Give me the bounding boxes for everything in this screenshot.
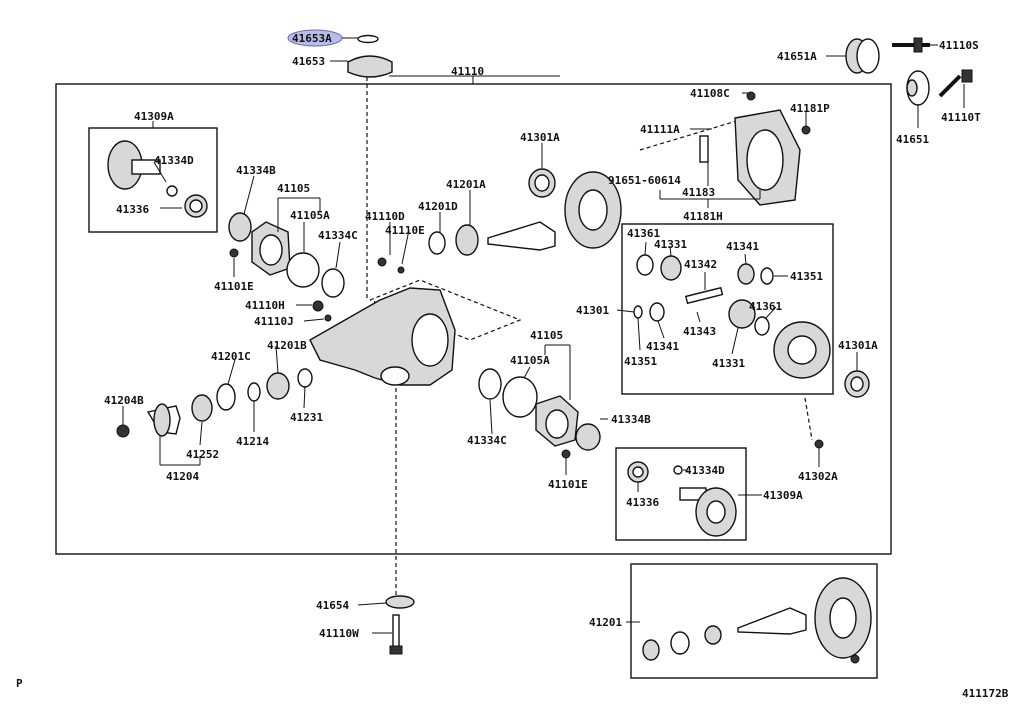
label-41105-right[interactable]: 41105 (530, 329, 563, 342)
alignment-lines (366, 70, 813, 598)
diagram-id: 411172B (962, 687, 1009, 700)
label-41301a-right[interactable]: 41301A (838, 339, 878, 352)
label-41201[interactable]: 41201 (589, 616, 622, 629)
label-41361-top[interactable]: 41361 (627, 227, 660, 240)
label-41336-left[interactable]: 41336 (116, 203, 149, 216)
label-41336-right[interactable]: 41336 (626, 496, 659, 509)
differential-carrier-icon (309, 257, 456, 386)
label-41181p[interactable]: 41181P (790, 102, 830, 115)
pin-icon (699, 135, 709, 163)
label-41334c-right[interactable]: 41334C (467, 434, 507, 447)
label-41110t[interactable]: 41110T (941, 111, 981, 124)
mount-bushing-icon (845, 38, 930, 106)
label-41334c-left[interactable]: 41334C (318, 229, 358, 242)
label-41105a-right[interactable]: 41105A (510, 354, 550, 367)
label-41334d-left[interactable]: 41334D (154, 154, 194, 167)
bolt-small-icon (801, 125, 811, 135)
label-41653a[interactable]: 41653A (292, 32, 332, 45)
differential-gears-icon (633, 254, 831, 379)
label-41341-bottom[interactable]: 41341 (646, 340, 679, 353)
label-41343[interactable]: 41343 (683, 325, 716, 338)
long-bolt-icon (392, 614, 400, 648)
label-41110j[interactable]: 41110J (254, 315, 294, 328)
label-41252[interactable]: 41252 (186, 448, 219, 461)
cover-face-icon (746, 129, 784, 191)
label-41309a-left[interactable]: 41309A (134, 110, 174, 123)
label-41334b-left[interactable]: 41334B (236, 164, 276, 177)
ring-pinion-frame (630, 563, 878, 679)
washer-icon (357, 34, 379, 44)
leader-lines (122, 37, 965, 634)
label-41183[interactable]: 41183 (682, 186, 715, 199)
label-41101e-right[interactable]: 41101E (548, 478, 588, 491)
label-41331-top[interactable]: 41331 (654, 238, 687, 251)
label-41334b-right[interactable]: 41334B (611, 413, 651, 426)
label-41110d[interactable]: 41110D (365, 210, 405, 223)
label-41342[interactable]: 41342 (684, 258, 717, 271)
label-41302a[interactable]: 41302A (798, 470, 838, 483)
label-41654[interactable]: 41654 (316, 599, 349, 612)
label-41110e[interactable]: 41110E (385, 224, 425, 237)
gasket-icon (385, 595, 415, 609)
label-41301a-top[interactable]: 41301A (520, 131, 560, 144)
companion-flange-icon (107, 140, 208, 218)
cap-icon (347, 55, 393, 78)
side-retainer-right-icon (478, 368, 601, 459)
label-41361-right[interactable]: 41361 (749, 300, 782, 313)
flange-group-frame-right (615, 447, 747, 541)
label-41351-bottom[interactable]: 41351 (624, 355, 657, 368)
label-41653[interactable]: 41653 (292, 55, 325, 68)
label-41201c[interactable]: 41201C (211, 350, 251, 363)
pinion-bearing-group-icon (116, 368, 313, 438)
assembly-frame (55, 75, 892, 555)
label-41111a[interactable]: 41111A (640, 123, 680, 136)
bolt-head-icon (389, 645, 403, 655)
label-41201d[interactable]: 41201D (418, 200, 458, 213)
bearing-race-icon (850, 376, 864, 392)
label-41201a[interactable]: 41201A (446, 178, 486, 191)
page-marker: P (16, 677, 23, 690)
label-41110w[interactable]: 41110W (319, 627, 359, 640)
label-91651-60614[interactable]: 91651-60614 (608, 174, 681, 187)
plug-icon (746, 91, 756, 101)
label-41204b[interactable]: 41204B (104, 394, 144, 407)
side-retainer-icon (228, 212, 345, 298)
label-41108c[interactable]: 41108C (690, 87, 730, 100)
drive-pinion-icon (428, 168, 622, 256)
label-41214[interactable]: 41214 (236, 435, 269, 448)
label-41204[interactable]: 41204 (166, 470, 199, 483)
label-41110[interactable]: 41110 (451, 65, 484, 78)
label-41341-top[interactable]: 41341 (726, 240, 759, 253)
label-41101e-left[interactable]: 41101E (214, 280, 254, 293)
label-41351-right[interactable]: 41351 (790, 270, 823, 283)
label-41651a[interactable]: 41651A (777, 50, 817, 63)
label-41231[interactable]: 41231 (290, 411, 323, 424)
label-41110s[interactable]: 41110S (939, 39, 979, 52)
label-41301[interactable]: 41301 (576, 304, 609, 317)
part-labels: 41653A 41653 41110 41651A 41110S 41651 4… (16, 32, 1009, 700)
label-41331-bottom[interactable]: 41331 (712, 357, 745, 370)
label-41334d-right[interactable]: 41334D (685, 464, 725, 477)
label-41201b[interactable]: 41201B (267, 339, 307, 352)
label-41110h[interactable]: 41110H (245, 299, 285, 312)
label-41309a-right[interactable]: 41309A (763, 489, 803, 502)
bolt-lower-icon (814, 439, 824, 449)
label-41105-left[interactable]: 41105 (277, 182, 310, 195)
ring-gear-set-icon (642, 577, 872, 664)
label-41105a-left[interactable]: 41105A (290, 209, 330, 222)
differential-case-frame (621, 223, 834, 395)
bolt-icon (892, 37, 973, 98)
label-41181h[interactable]: 41181H (683, 210, 723, 223)
label-41651[interactable]: 41651 (896, 133, 929, 146)
